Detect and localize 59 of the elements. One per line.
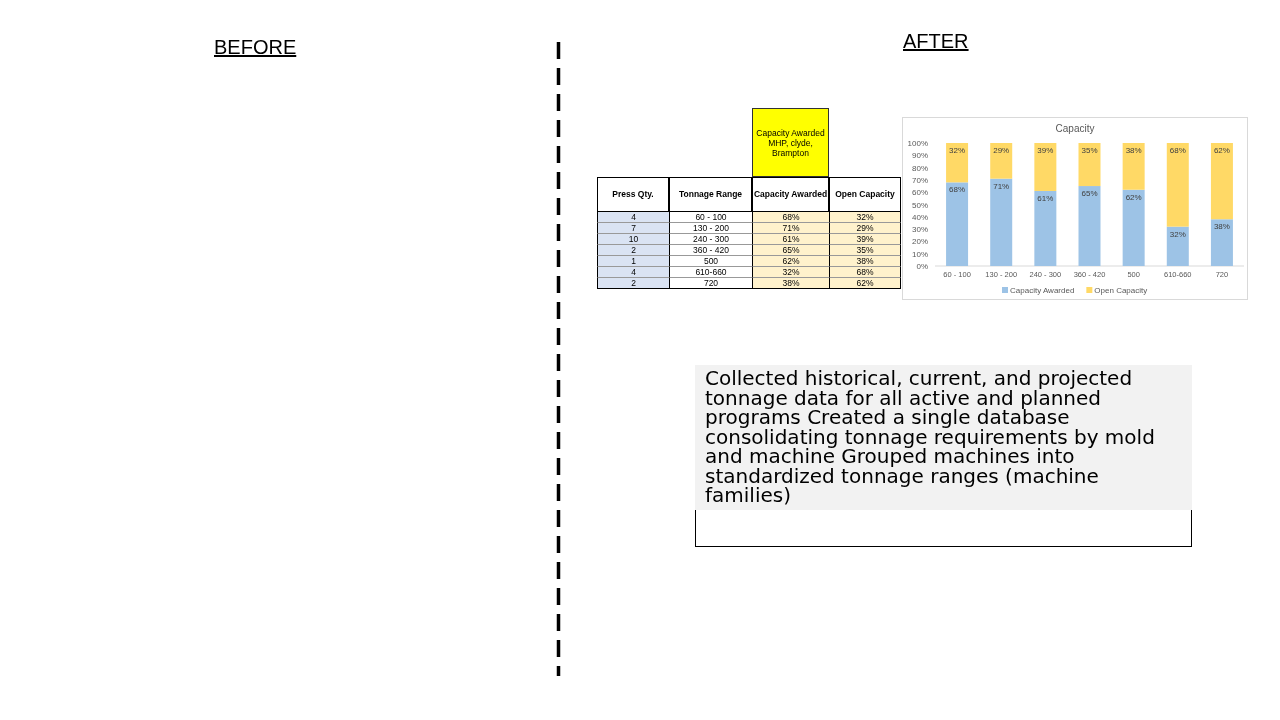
data-label: 62% (1125, 192, 1142, 202)
axis-tick-label: 20% (912, 237, 928, 247)
table-cell: 32% (829, 212, 901, 223)
axis-tick-label: 40% (912, 212, 928, 222)
data-label: 61% (1037, 193, 1054, 203)
section-heading: BEFORE (214, 36, 297, 59)
axis-tick-label: 30% (912, 225, 928, 235)
table-cell: 71% (752, 223, 829, 234)
table-cell: 500 (669, 256, 752, 267)
column-header: Press Qty. (597, 177, 669, 212)
legend-label: Open Capacity (1094, 286, 1148, 295)
data-label: 71% (993, 181, 1010, 191)
section-heading: AFTER (903, 30, 969, 53)
table-cell: 1 (597, 256, 669, 267)
table-cell: 38% (829, 256, 901, 267)
header-note: Capacity Awarded MHP, clyde, Brampton (755, 127, 826, 158)
table-cell: 68% (829, 267, 901, 278)
axis-tick-label: 80% (912, 163, 928, 173)
table-cell: 720 (669, 278, 752, 289)
axis-tick-label: 10% (912, 249, 928, 259)
data-label: 32% (949, 146, 966, 155)
table-cell: 62% (829, 278, 901, 289)
table-cell: 38% (752, 278, 829, 289)
axis-tick-label: 90% (912, 151, 928, 161)
column-header: Capacity Awarded (752, 177, 829, 212)
table-cell: 29% (829, 223, 901, 234)
data-label: 38% (1213, 222, 1230, 232)
table-cell: 4 (597, 212, 669, 223)
table-cell: 2 (597, 278, 669, 289)
table-cell: 65% (752, 245, 829, 256)
chart-title: Capacity (1055, 123, 1095, 134)
table-cell: 32% (752, 267, 829, 278)
axis-tick-label: 60% (912, 188, 928, 198)
axis-tick-label: 70% (912, 175, 928, 185)
data-label: 32% (1169, 229, 1186, 239)
table-cell: 68% (752, 212, 829, 223)
table-cell: 10 (597, 234, 669, 245)
data-label: 38% (1125, 146, 1142, 155)
axis-tick-label: 50% (912, 200, 928, 210)
table-cell: 62% (752, 256, 829, 267)
table-cell: 2 (597, 245, 669, 256)
column-header: Open Capacity (829, 177, 901, 212)
axis-tick-label: 0% (916, 262, 928, 271)
table-cell: 61% (752, 234, 829, 245)
data-label: 39% (1037, 146, 1054, 155)
data-label: 68% (949, 185, 966, 195)
table-cell: 4 (597, 267, 669, 278)
axis-tick-label: 100% (907, 139, 928, 148)
data-label: 35% (1081, 146, 1098, 155)
data-label: 62% (1213, 146, 1230, 155)
table-cell: 7 (597, 223, 669, 234)
legend-label: Capacity Awarded (1010, 286, 1075, 295)
data-label: 68% (1169, 146, 1186, 155)
data-label: 29% (993, 146, 1010, 155)
column-header: Tonnage Range (669, 177, 752, 212)
paragraph: Collected historical, current, and projected tonnage data for all active and planned programs Created a single database consolidating tonnage requirements by mold and machine Grouped machines into standardized tonnage ranges (machine families) (705, 369, 1156, 506)
data-label: 65% (1081, 189, 1098, 199)
table-cell: 35% (829, 245, 901, 256)
table-cell: 39% (829, 234, 901, 245)
